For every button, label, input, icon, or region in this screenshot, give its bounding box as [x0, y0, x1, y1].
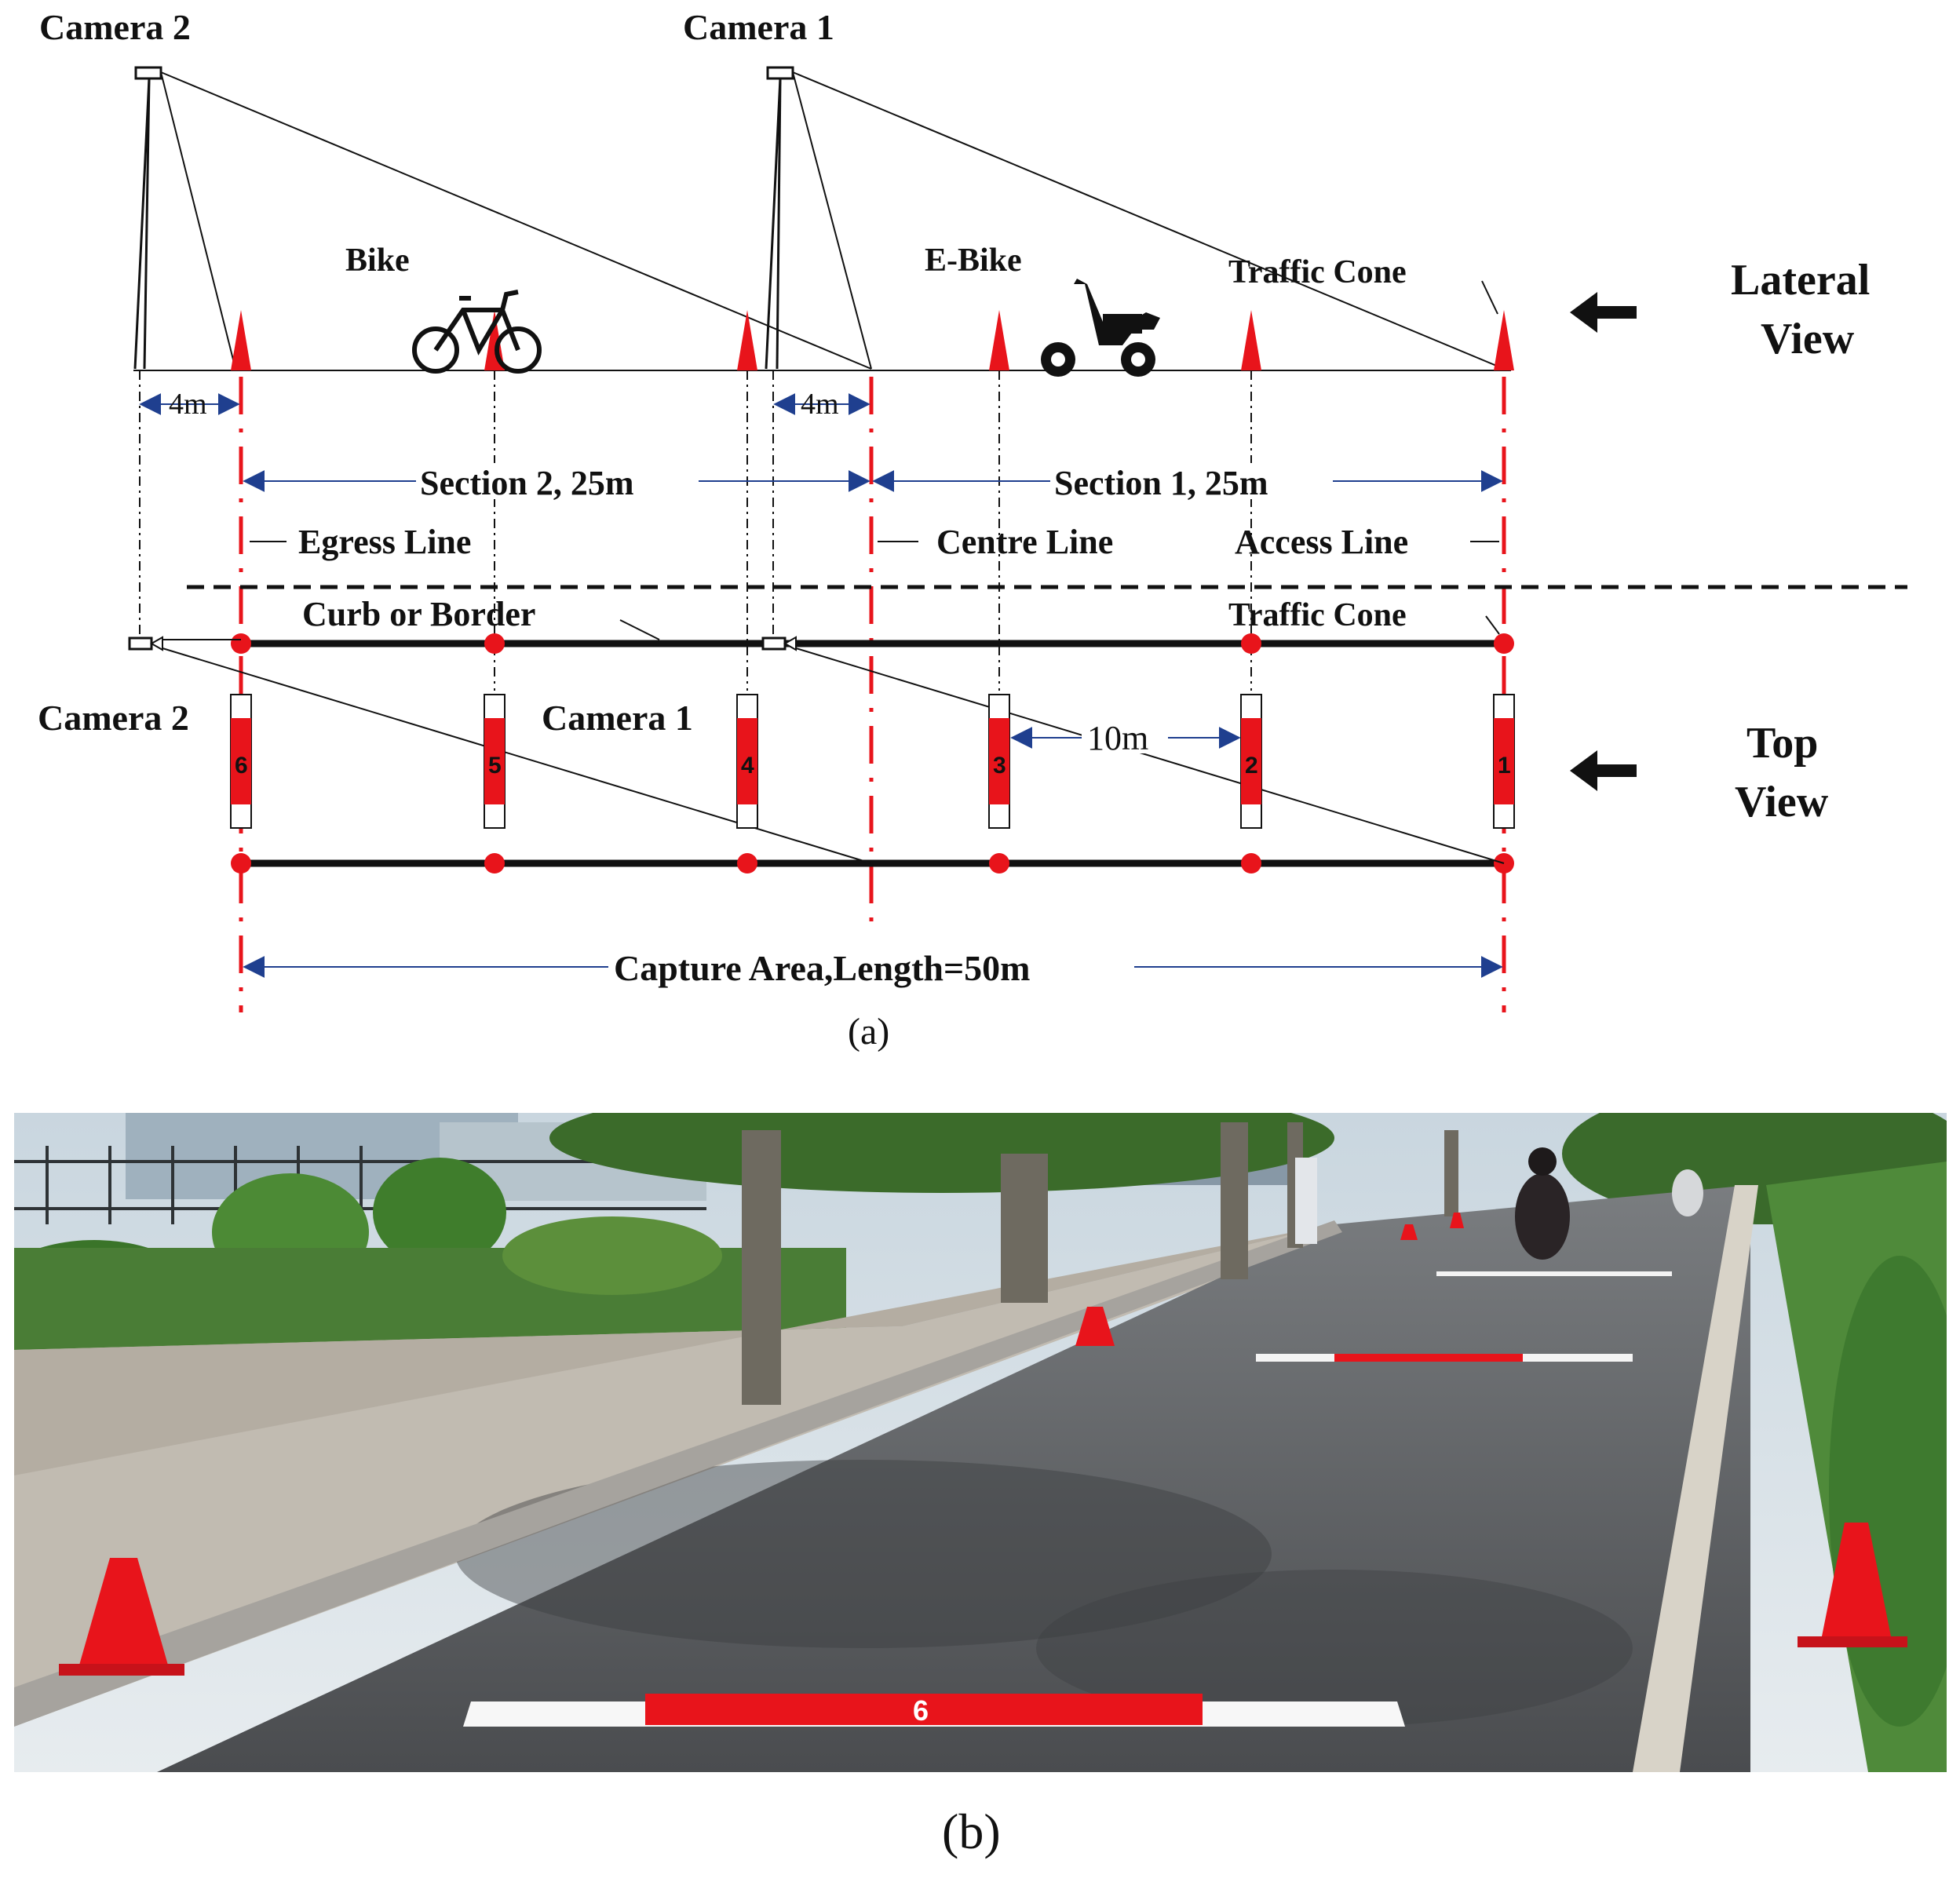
marker-2: 2	[1240, 694, 1262, 829]
bike-icon	[412, 290, 542, 374]
centre-line-label: Centre Line	[936, 523, 1113, 561]
curb-label: Curb or Border	[302, 595, 535, 633]
marker-3: 3	[988, 694, 1010, 829]
road-markers-top: 6 5 4 3 2 1	[230, 694, 1515, 829]
lateral-view-label-line2: View	[1761, 315, 1855, 363]
dim-10m-label: 10m	[1087, 719, 1148, 757]
traffic-cone-label-top: Traffic Cone	[1228, 597, 1407, 633]
lateral-traffic-cones	[231, 310, 1514, 370]
lateral-view-arrow-icon	[1570, 292, 1637, 333]
bike-label: Bike	[345, 243, 410, 279]
top-view-arrow-icon	[1570, 750, 1637, 791]
reference-lines	[239, 377, 1506, 1012]
capture-area-label: Capture Area,Length=50m	[614, 948, 1031, 988]
cone-photo-left-icon	[78, 1558, 169, 1668]
section1-label: Section 1, 25m	[1054, 464, 1268, 502]
traffic-cone-label-lateral: Traffic Cone	[1228, 254, 1407, 290]
camera1-top	[761, 636, 1505, 864]
svg-text:1: 1	[1498, 753, 1511, 779]
caption-a: (a)	[848, 1011, 889, 1052]
marker-1: 1	[1493, 694, 1515, 829]
access-line-label: Access Line	[1235, 523, 1408, 561]
egress-line-label: Egress Line	[298, 523, 471, 561]
dim-4m-left-label: 4m	[169, 388, 207, 421]
diagram-panel: Camera 2 Camera 1	[38, 7, 1907, 1052]
svg-text:5: 5	[488, 753, 502, 779]
section2-label: Section 2, 25m	[420, 464, 634, 502]
camera2-tripod	[133, 66, 872, 370]
marker-5: 5	[484, 694, 506, 829]
top-view-label-line2: View	[1735, 778, 1829, 826]
marker-6: 6	[230, 694, 252, 829]
top-view-label-line1: Top	[1746, 719, 1818, 768]
ebike-icon	[1041, 279, 1160, 377]
marker-4: 4	[736, 694, 758, 829]
dim-4m-right-label: 4m	[801, 388, 839, 421]
svg-text:6: 6	[235, 753, 248, 779]
road-marker-photo: 6	[463, 1694, 1405, 1727]
caption-b: (b)	[942, 1804, 1001, 1859]
ebike-label: E-Bike	[925, 243, 1022, 279]
road-marker-number: 6	[913, 1694, 929, 1727]
camera1-label-lateral: Camera 1	[683, 7, 834, 47]
camera1-label-top: Camera 1	[542, 698, 693, 738]
lateral-view-label-line1: Lateral	[1731, 256, 1870, 305]
svg-text:4: 4	[741, 753, 754, 779]
cone-photo-right-icon	[1821, 1523, 1892, 1640]
camera2-label-top: Camera 2	[38, 698, 189, 738]
camera2-label-lateral: Camera 2	[39, 7, 191, 47]
photo-panel: 6 (b)	[14, 1113, 1947, 1859]
camera1-tripod	[765, 66, 1505, 370]
svg-text:2: 2	[1245, 753, 1258, 779]
svg-text:3: 3	[993, 753, 1006, 779]
top-view-cones	[231, 633, 1514, 874]
traffic-cone-leader-lateral	[1481, 280, 1498, 315]
